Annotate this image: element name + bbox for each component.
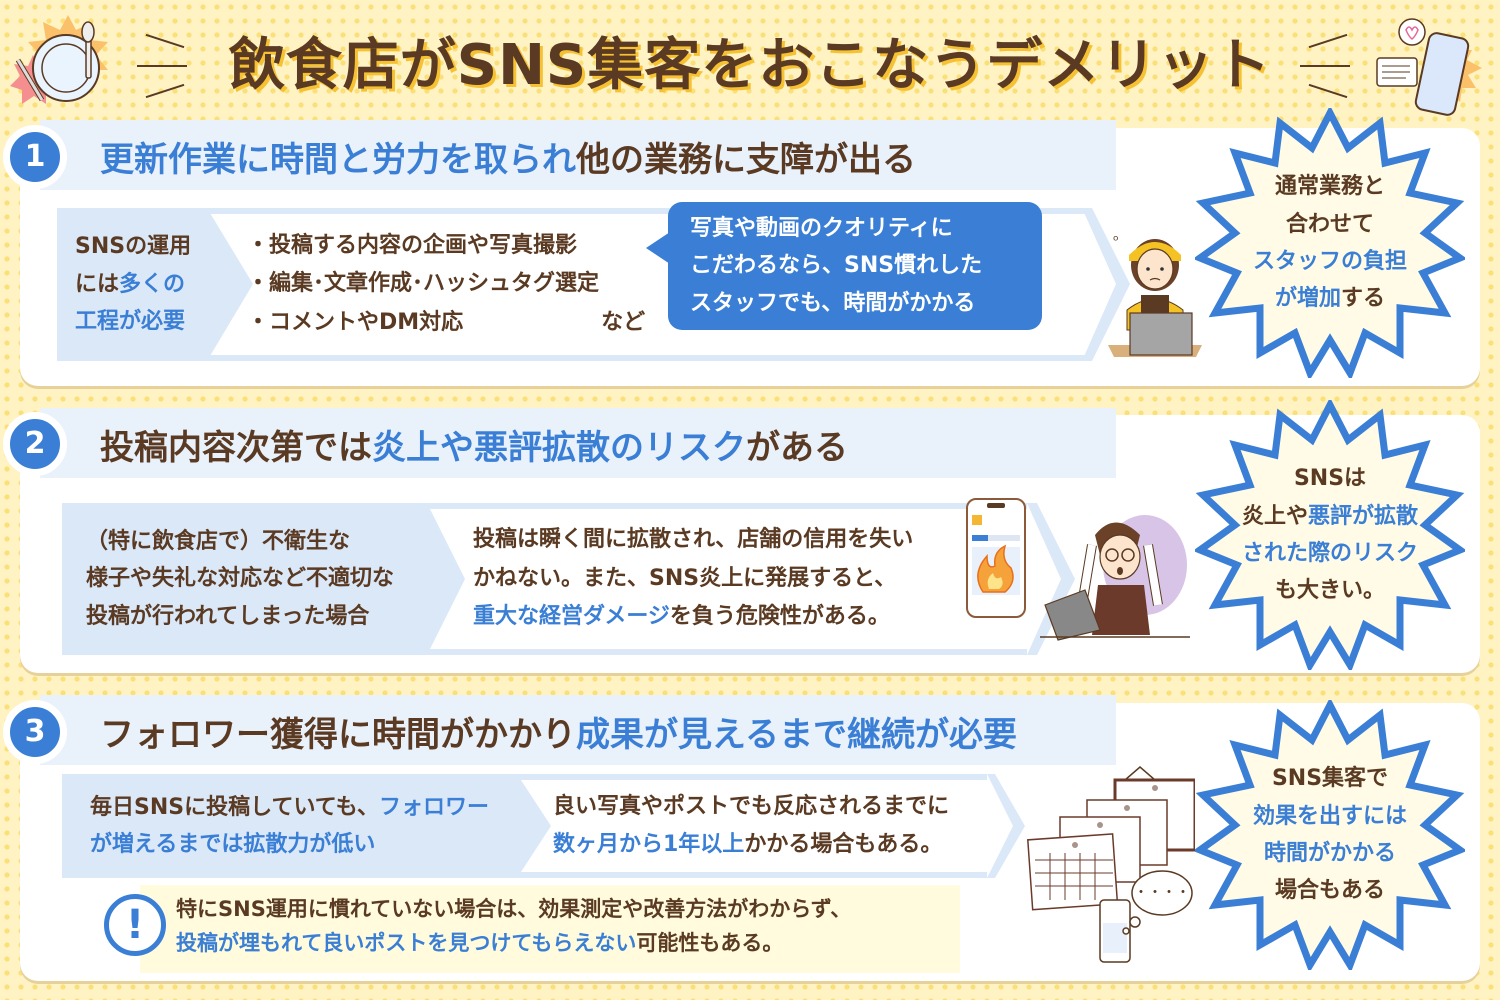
task-item: ・コメントやDM対応など [247, 309, 646, 335]
starburst-icon [1195, 700, 1465, 970]
task-item: ・投稿する内容の企画や写真撮影 [247, 232, 578, 258]
section-1-heading: 更新作業に時間と労力を取られ他の業務に支障が出る [100, 140, 916, 180]
section-1-callout-burst: 通常業務と 合わせて スタッフの負担 が増加する [1195, 108, 1465, 378]
section-3-heading-band: フォロワー獲得に時間がかかり成果が見えるまで継続が必要 [40, 695, 1116, 765]
section-2-heading-band: 投稿内容次第では炎上や悪評拡散のリスクがある [40, 408, 1116, 478]
section-3-result-text: 良い写真やポストでも反応されるまでに 数ヶ月から1年以上かかる場合もある。 [517, 774, 987, 878]
distressed-staff-illustration [1040, 515, 1190, 641]
section-1-flow-row: SNSの運用 には多くの 工程が必要 ・投稿する内容の企画や写真撮影 ・編集･文… [57, 208, 1130, 361]
svg-text:・・・・: ・・・・ [1134, 885, 1190, 901]
section-1-tasks-list: ・投稿する内容の企画や写真撮影 ・編集･文章作成･ハッシュタグ選定 ・コメントや… [207, 208, 1087, 361]
section-1-left-segment: SNSの運用 には多くの 工程が必要 [57, 208, 207, 361]
section-2-flow-row: （特に飲食店で）不衛生な 様子や失礼な対応など不適切な 投稿が行われてしまった場… [62, 503, 1075, 655]
worried-staff-illustration: ᵒ [1108, 233, 1202, 357]
calendars-phone-illustration: ・・・・ [1026, 766, 1195, 963]
section-3-warning-note: 特にSNS運用に慣れていない場合は、効果測定や改善方法がわからず、 投稿が埋もれ… [140, 885, 960, 973]
starburst-icon [1195, 108, 1465, 378]
svg-text:ᵒ: ᵒ [1113, 233, 1119, 249]
section-2-callout-burst: SNSは 炎上や悪評が拡散 された際のリスク も大きい。 [1195, 400, 1465, 670]
phone-fire-illustration [966, 498, 1026, 618]
section-3-heading: フォロワー獲得に時間がかかり成果が見えるまで継続が必要 [100, 715, 1017, 755]
section-1-number-badge: 1 [3, 125, 67, 189]
chevron-arrow-icon [427, 503, 465, 655]
chevron-arrow-icon [207, 208, 253, 361]
plate-cutlery-icon [10, 15, 108, 104]
section-3-flow-row: 毎日SNSに投稿していても、フォロワー が増えるまでは拡散力が低い 良い写真やポ… [62, 774, 1025, 878]
section-1-heading-band: 更新作業に時間と労力を取られ他の業務に支障が出る [40, 120, 1116, 190]
emphasis-lines-left [137, 33, 195, 99]
section-2-left-segment: （特に飲食店で）不衛生な 様子や失礼な対応など不適切な 投稿が行われてしまった場… [62, 503, 427, 655]
task-item: ・編集･文章作成･ハッシュタグ選定 [247, 271, 600, 297]
starburst-icon [1195, 400, 1465, 670]
section-2-heading: 投稿内容次第では炎上や悪評拡散のリスクがある [100, 428, 848, 468]
section-3-callout-burst: SNS集客で 効果を出すには 時間がかかる 場合もある [1195, 700, 1465, 970]
chevron-arrow-outline-icon [987, 774, 1025, 878]
chevron-arrow-icon [517, 774, 551, 878]
section-3-left-segment: 毎日SNSに投稿していても、フォロワー が増えるまでは拡散力が低い [62, 774, 517, 878]
exclamation-icon: ! [104, 894, 166, 956]
section-1-speech-bubble: 写真や動画のクオリティに こだわるなら、SNS慣れした スタッフでも、時間がかか… [646, 202, 1042, 331]
section-3-number-badge: 3 [3, 700, 67, 764]
chevron-arrow-outline-icon [1027, 503, 1075, 655]
emphasis-lines-right [1300, 33, 1350, 99]
section-2-consequence-text: 投稿は瞬く間に拡散され、店舗の信用を失い かねない。また、SNS炎上に発展すると… [427, 503, 1027, 655]
page-title: 飲食店がSNS集客をおこなうデメリット [228, 33, 1272, 98]
chevron-arrow-outline-icon [1082, 208, 1130, 361]
section-2-number-badge: 2 [3, 412, 67, 476]
smartphone-chat-icon [1376, 18, 1482, 116]
